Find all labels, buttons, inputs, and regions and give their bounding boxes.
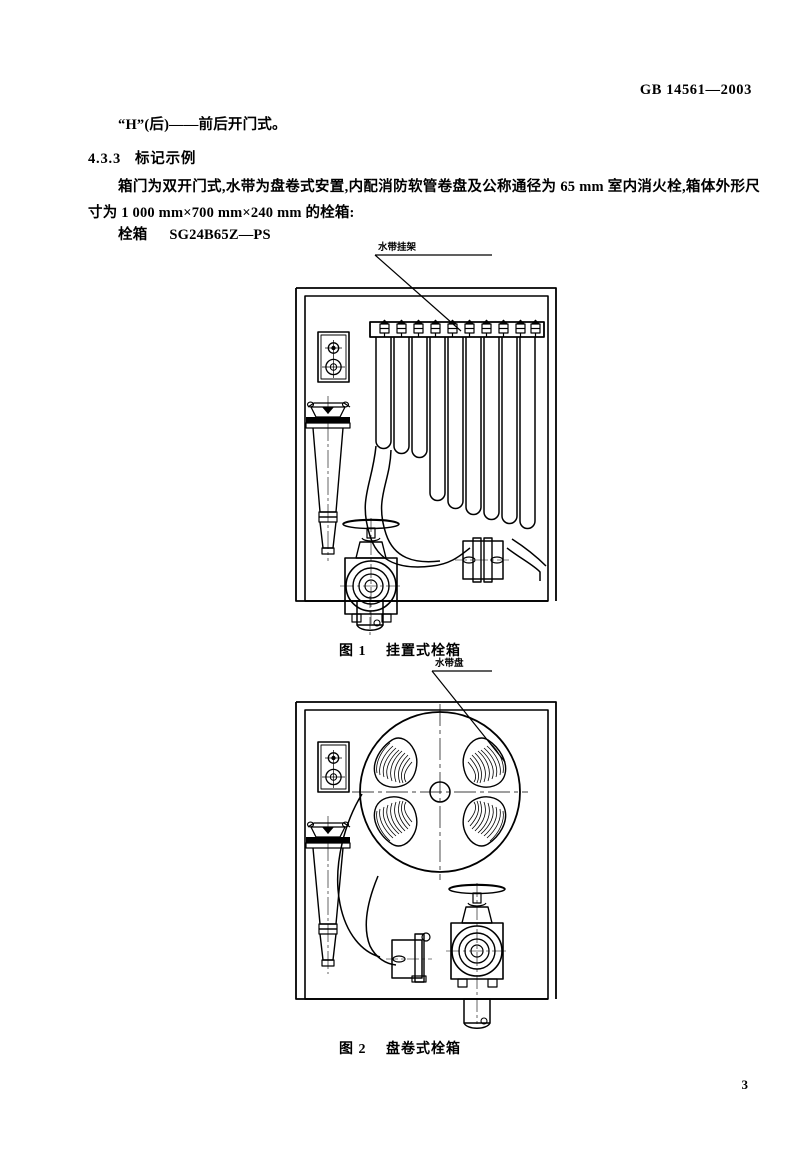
reel-spoke-opening bbox=[462, 737, 507, 788]
hose-run bbox=[336, 793, 397, 966]
hose-reel bbox=[352, 704, 528, 880]
hose-hanging-rack bbox=[369, 319, 545, 338]
fire-nozzle bbox=[305, 816, 351, 974]
door-lock-plate bbox=[317, 741, 350, 793]
designation-example: 栓箱 SG24B65Z—PS bbox=[88, 222, 760, 248]
hose-coupling bbox=[386, 932, 432, 983]
hydrant-valve bbox=[446, 883, 508, 1024]
figure-2: 水带盘 图 2 盘卷式栓箱 bbox=[0, 652, 800, 1058]
figure-1-caption-number: 1 bbox=[358, 644, 367, 659]
figure-1: 水带挂架 图 1 挂置式栓箱 bbox=[0, 236, 800, 660]
reel-spoke-opening bbox=[373, 737, 418, 788]
figure-2-drawing: 水带盘 bbox=[295, 657, 557, 1029]
hose-coupling bbox=[455, 537, 512, 583]
page-number: 3 bbox=[741, 1077, 749, 1092]
section-title: 标记示例 bbox=[135, 151, 197, 167]
hydrant-valve bbox=[340, 518, 402, 626]
section-heading: 4.3.3 标记示例 bbox=[88, 146, 760, 172]
figure-1-caption-label: 图 bbox=[339, 644, 354, 659]
figure-2-caption-title: 盘卷式栓箱 bbox=[386, 1042, 461, 1057]
figure-1-caption: 图 1 挂置式栓箱 bbox=[0, 640, 800, 660]
hose-run bbox=[364, 445, 547, 581]
figure-1-caption-title: 挂置式栓箱 bbox=[386, 644, 461, 659]
designation-value: SG24B65Z—PS bbox=[169, 227, 271, 243]
outlet-pipe bbox=[305, 998, 548, 1029]
figure-1-drawing: 水带挂架 bbox=[295, 241, 557, 636]
door-lock-plate bbox=[317, 331, 350, 383]
fire-nozzle bbox=[305, 396, 351, 561]
cabinet-outline bbox=[295, 701, 557, 1000]
figure-2-caption-label: 图 bbox=[339, 1042, 354, 1057]
figure-2-caption: 图 2 盘卷式栓箱 bbox=[0, 1038, 800, 1058]
designation-label: 栓箱 bbox=[118, 227, 148, 243]
section-number: 4.3.3 bbox=[88, 151, 121, 167]
figure-2-callout-label: 水带盘 bbox=[435, 657, 464, 669]
figure-1-callout-label: 水带挂架 bbox=[378, 241, 417, 253]
reel-spoke-opening bbox=[462, 796, 507, 847]
section-paragraph: 箱门为双开门式,水带为盘卷式安置,内配消防软管卷盘及公称通径为 65 mm 室内… bbox=[88, 179, 760, 221]
clause-h-line: “H”(后)——前后开门式。 bbox=[118, 117, 287, 133]
figure-2-caption-number: 2 bbox=[358, 1042, 367, 1057]
figure-1-callout bbox=[374, 254, 492, 332]
reel-spoke-opening bbox=[373, 796, 418, 847]
rack-hooks bbox=[379, 319, 541, 337]
folded-hose-loops bbox=[375, 337, 536, 530]
outlet-pipe bbox=[305, 596, 548, 636]
standard-code-header: GB 14561—2003 bbox=[639, 82, 752, 98]
